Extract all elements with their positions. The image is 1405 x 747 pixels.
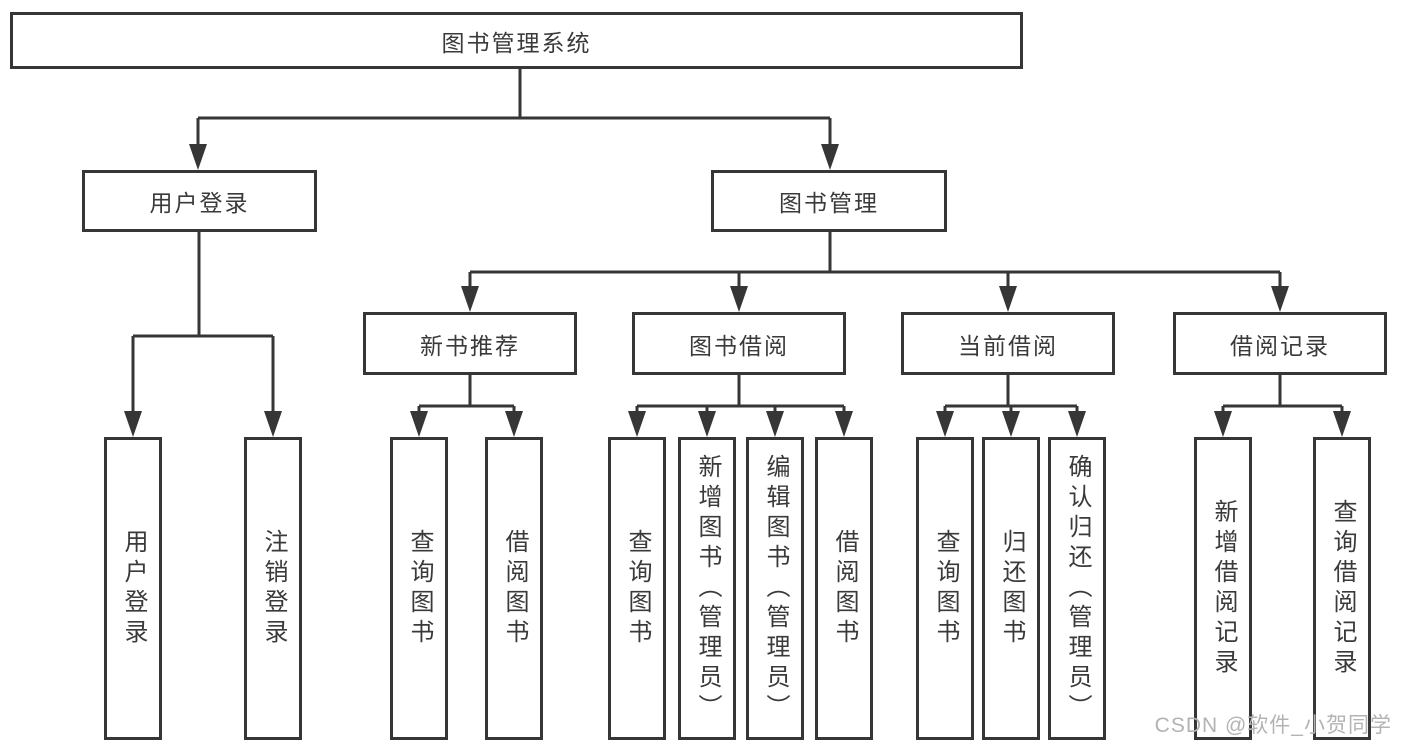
node-library-system: 图书管理系统 (10, 12, 1023, 69)
leaf-recommend-borrow-books-label: 借阅图书 (501, 528, 528, 649)
node-new-book-recommend: 新书推荐 (363, 312, 577, 375)
leaf-confirm-return-admin-label: 确认归还（管理员） (1064, 453, 1091, 724)
connector-paths (131, 68, 1344, 415)
leaf-current-query-books: 查询图书 (916, 437, 974, 740)
leaf-return-books: 归还图书 (982, 437, 1040, 740)
watermark: CSDN @软件_小贺同学 (1154, 714, 1392, 737)
leaf-confirm-return-admin: 确认归还（管理员） (1048, 437, 1106, 740)
leaf-query-borrow-record-label: 查询借阅记录 (1329, 498, 1356, 679)
leaf-logout: 注销登录 (244, 437, 302, 740)
node-book-management: 图书管理 (711, 170, 947, 232)
leaf-add-borrow-record-label: 新增借阅记录 (1210, 498, 1237, 679)
leaf-return-books-label: 归还图书 (998, 528, 1025, 649)
leaf-borrow-books-label: 借阅图书 (831, 528, 858, 649)
connector-arrowheads (124, 144, 1351, 437)
leaf-recommend-borrow-books: 借阅图书 (485, 437, 543, 740)
leaf-user-login: 用户登录 (104, 437, 162, 740)
leaf-add-books-admin: 新增图书（管理员） (678, 437, 736, 740)
leaf-logout-label: 注销登录 (260, 528, 287, 649)
leaf-recommend-query-books: 查询图书 (390, 437, 448, 740)
leaf-current-query-books-label: 查询图书 (932, 528, 959, 649)
node-user-login: 用户登录 (82, 170, 317, 232)
leaf-borrow-query-books-label: 查询图书 (624, 528, 651, 649)
leaf-query-borrow-record: 查询借阅记录 (1313, 437, 1371, 740)
leaf-add-borrow-record: 新增借阅记录 (1194, 437, 1252, 740)
leaf-edit-books-admin: 编辑图书（管理员） (746, 437, 804, 740)
leaf-borrow-books: 借阅图书 (815, 437, 873, 740)
node-current-borrow: 当前借阅 (901, 312, 1115, 375)
leaf-add-books-admin-label: 新增图书（管理员） (694, 453, 721, 724)
leaf-borrow-query-books: 查询图书 (608, 437, 666, 740)
node-book-borrow: 图书借阅 (632, 312, 846, 375)
leaf-user-login-label: 用户登录 (120, 528, 147, 649)
node-borrow-records: 借阅记录 (1173, 312, 1387, 375)
leaf-edit-books-admin-label: 编辑图书（管理员） (762, 453, 789, 724)
leaf-recommend-query-books-label: 查询图书 (406, 528, 433, 649)
